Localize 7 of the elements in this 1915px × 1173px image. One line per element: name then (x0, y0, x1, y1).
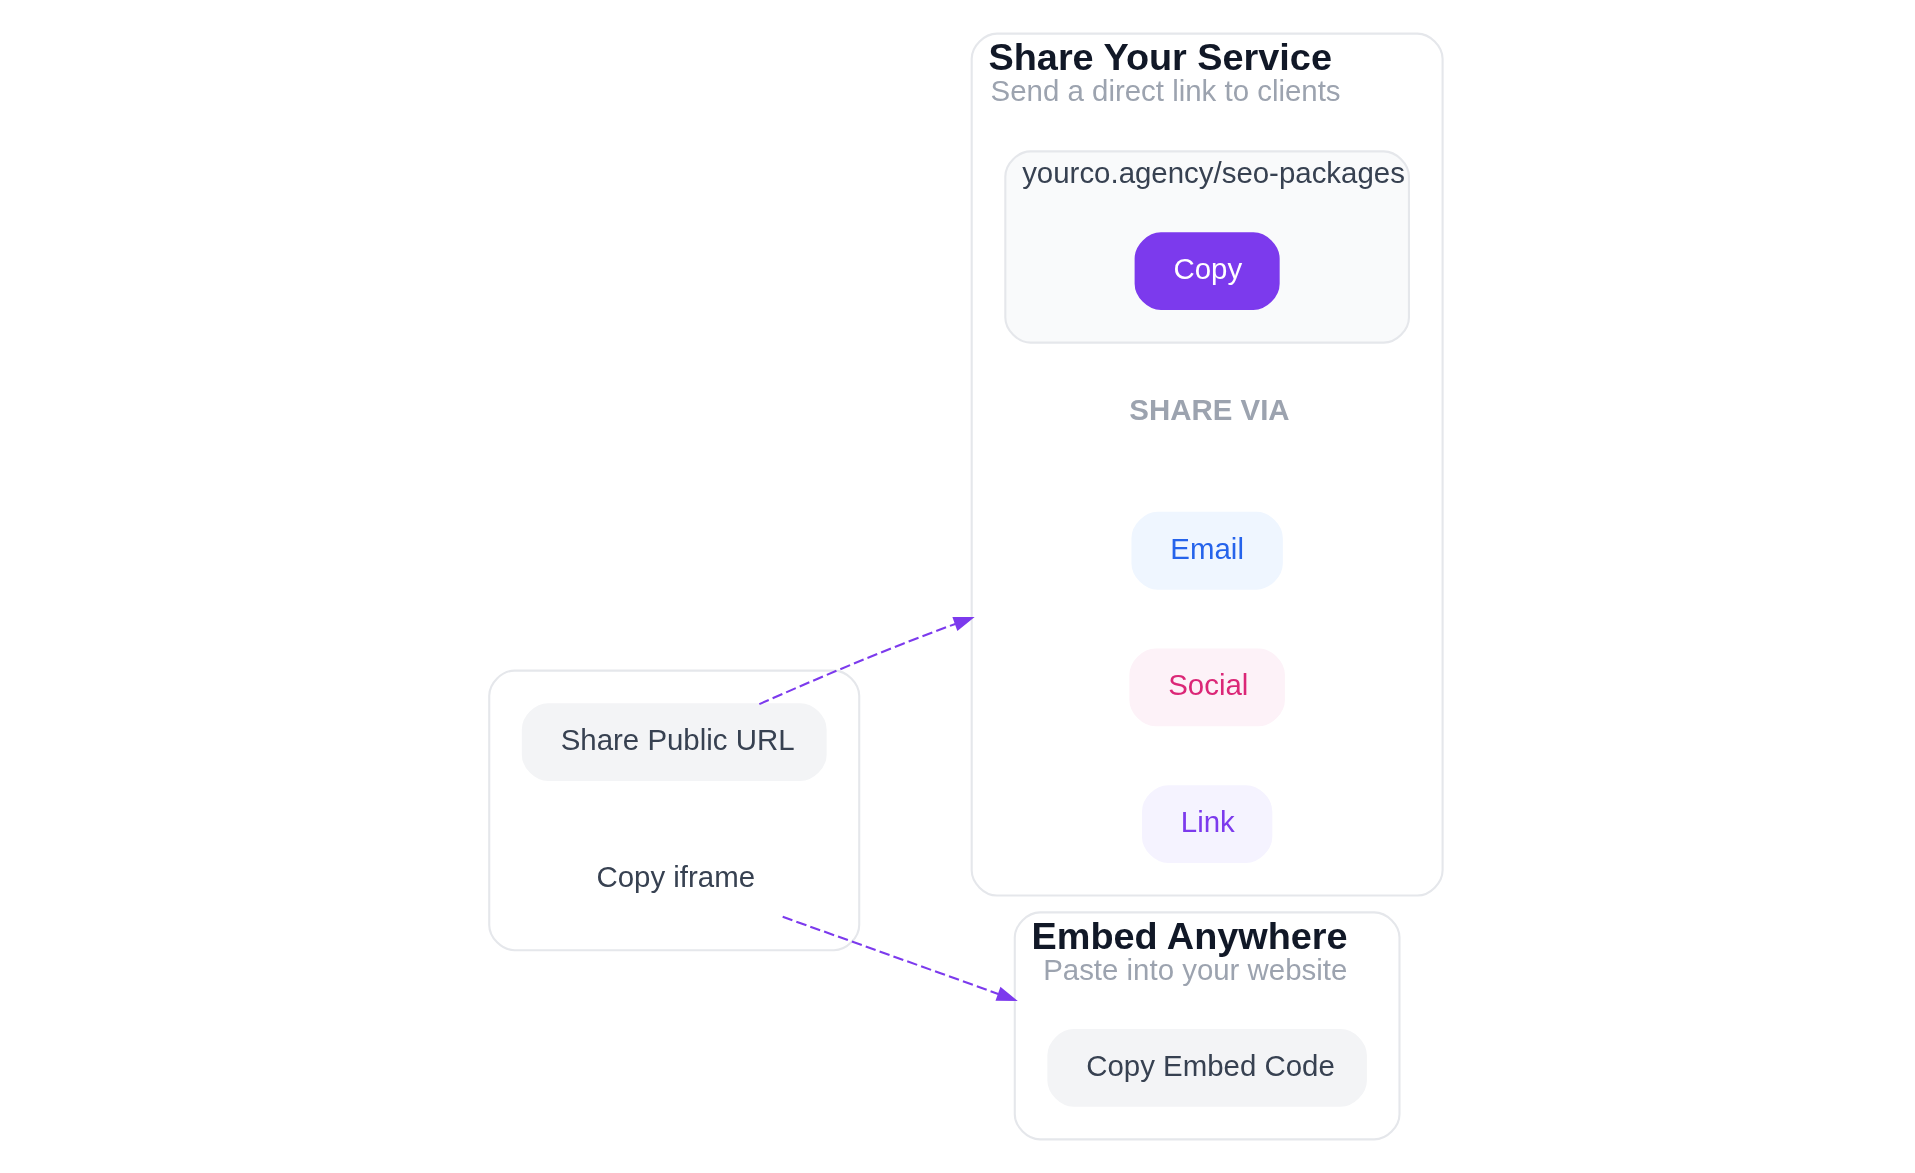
cluster (488, 669, 861, 952)
arrow (782, 915, 1018, 1001)
node-box: Share Public URL (521, 703, 827, 781)
label: SHARE VIA (1129, 392, 1290, 426)
arrow (758, 616, 975, 706)
node-text: Copy iframe (596, 859, 756, 893)
node-box: Copy (1134, 232, 1280, 311)
